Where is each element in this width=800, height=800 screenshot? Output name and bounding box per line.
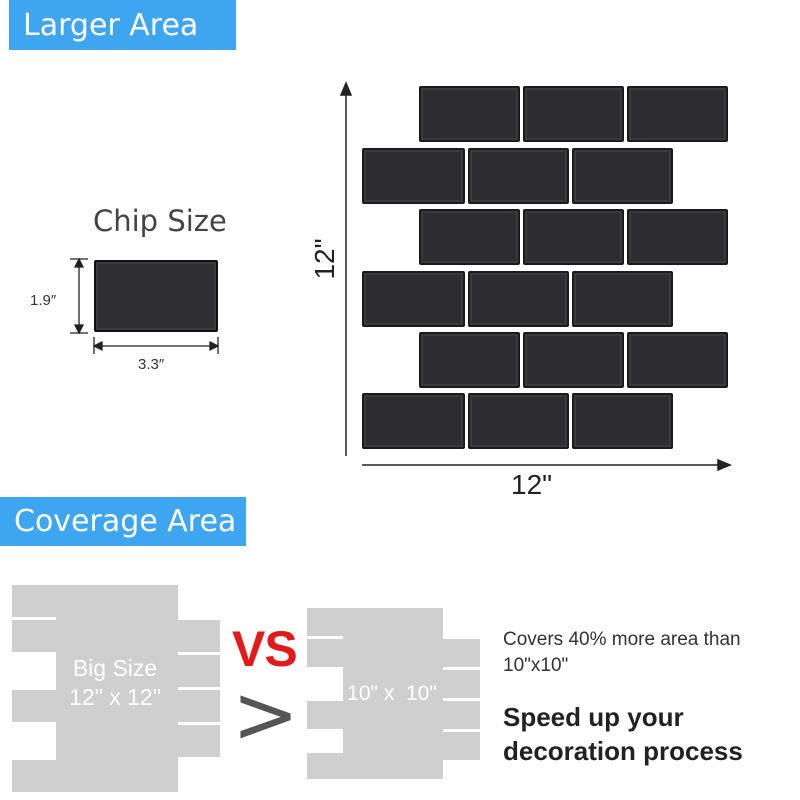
chip-width-label: 3.3″ [138,356,165,373]
panel-width-label: 12" [511,469,553,500]
small-size-label: 10" x 10" [347,682,437,705]
brick [468,393,569,449]
panel-height-label: 12" [309,238,340,280]
panel-width-arrow [362,458,732,472]
vs-label: VS [232,621,298,677]
brick [362,148,465,204]
chip-tile-image [94,260,218,332]
brick [523,332,624,388]
brick [627,86,728,142]
chip-size-title: Chip Size [93,204,227,238]
brick [523,86,624,142]
larger-area-label: Larger Area [23,7,199,43]
brick [572,271,673,327]
big-size-dimensions: 12" x 12" [69,684,161,710]
brick [468,271,569,327]
big-size-label: Big Size [72,655,158,681]
coverage-area-banner: Coverage Area [0,497,246,546]
brick [468,148,569,204]
brick [419,332,520,388]
speed-up-text: Speed up your decoration process [503,702,743,766]
greater-than-symbol: > [232,668,300,761]
brick [627,209,728,265]
brick [572,148,673,204]
brick [572,393,673,449]
brick [419,86,520,142]
brick [362,271,465,327]
chip-width-arrow [92,337,220,354]
chip-height-label: 1.9″ [30,292,57,309]
chip-height-arrow [70,257,88,335]
larger-area-banner: Larger Area [9,0,236,50]
brick [627,332,728,388]
brick [523,209,624,265]
covers-more-area-text: Covers 40% more area than 10"x10" [503,629,741,676]
brick [419,209,520,265]
panel-height-arrow [339,81,353,456]
coverage-area-label: Coverage Area [14,504,237,539]
brick [362,393,465,449]
